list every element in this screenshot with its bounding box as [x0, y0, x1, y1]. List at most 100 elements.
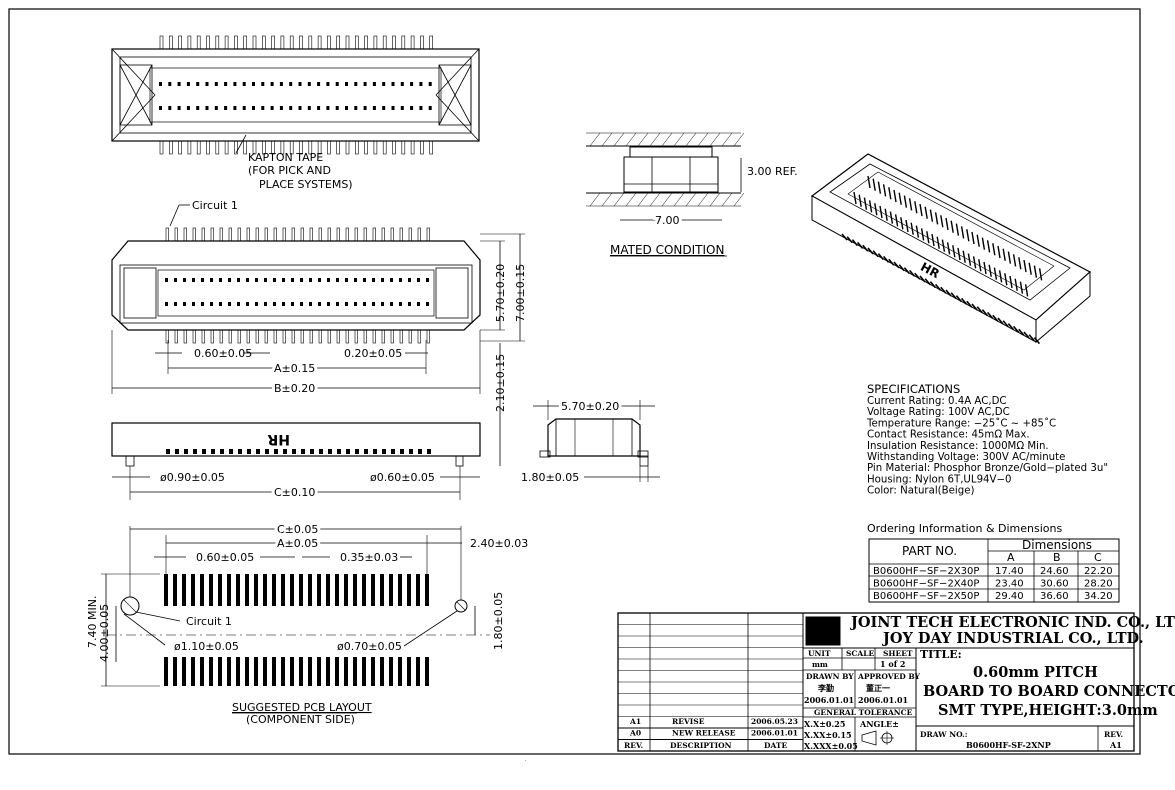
iso-leg	[893, 261, 900, 269]
foot	[328, 449, 332, 454]
dim-a-pcb: A±0.05	[277, 537, 318, 550]
foot	[166, 449, 170, 454]
iso-contact	[879, 205, 883, 219]
contact	[345, 82, 348, 86]
title-block	[617, 612, 1135, 752]
contact	[196, 106, 200, 110]
pin	[215, 35, 220, 51]
pin	[201, 227, 205, 243]
iso-contact	[1009, 275, 1013, 289]
foot	[319, 449, 323, 454]
pad	[254, 657, 258, 686]
pin	[299, 35, 303, 51]
kapton-tape-area	[149, 67, 442, 123]
iso-contact	[894, 214, 899, 227]
iso-leg	[903, 267, 911, 275]
contact	[399, 302, 402, 306]
col-part-no: PART NO.	[902, 544, 957, 558]
company-name-2: JOY DAY INDUSTRIAL CO., LTD.	[881, 630, 1144, 647]
iso-contact	[882, 184, 887, 197]
pin	[363, 227, 367, 243]
revision-desc: REVISE	[672, 717, 705, 726]
iso-contact	[1038, 268, 1043, 281]
contact	[273, 278, 276, 282]
contact	[410, 82, 414, 86]
iso-leg	[1023, 331, 1030, 339]
pad	[317, 574, 321, 606]
pin	[196, 35, 201, 51]
iso-contact	[986, 240, 991, 253]
top-view-contacts	[159, 82, 432, 110]
iso-leg	[846, 236, 853, 244]
contact	[345, 106, 348, 110]
kapton-label-1: KAPTON TAPE	[248, 151, 323, 164]
iso-contact	[1018, 257, 1022, 270]
front-view: Circuit 1 7.00±0.15 5.70±0.20 2.10±0.15 …	[111, 199, 527, 466]
dim-b: 24.60	[1040, 566, 1069, 577]
pin	[246, 329, 250, 344]
pin	[183, 329, 187, 344]
pin	[210, 329, 214, 344]
sheet-label: SHEET	[883, 649, 913, 658]
pad	[272, 574, 276, 606]
approved-date: 2006.01.01	[858, 695, 908, 705]
revision-date: 2006.01.01	[751, 729, 798, 738]
col-dimensions: Dimensions	[1022, 538, 1092, 552]
pin	[178, 139, 182, 155]
dim-a: 17.40	[995, 566, 1024, 577]
pin	[192, 329, 196, 344]
spec-line: Contact Resistance: 45mΩ Max.	[867, 430, 1030, 441]
contact	[354, 106, 358, 110]
contact	[372, 82, 376, 86]
iso-contact	[950, 220, 954, 233]
kapton-leader	[235, 134, 247, 154]
iso-leg	[950, 292, 957, 300]
spec-line: Current Rating: 0.4A AC,DC	[867, 396, 1007, 407]
pad	[245, 657, 249, 686]
iso-contact	[920, 228, 925, 241]
contact	[307, 106, 311, 110]
pin	[373, 35, 378, 51]
contact	[270, 106, 274, 110]
foot	[355, 449, 359, 454]
contact	[428, 82, 432, 86]
contact	[400, 82, 404, 86]
end-width: 5.70±0.20	[561, 400, 619, 413]
contact	[214, 82, 218, 86]
ordering-heading: Ordering Information & Dimensions	[867, 522, 1062, 535]
pin	[280, 35, 285, 51]
pin	[228, 329, 232, 344]
iso-leg	[924, 278, 931, 286]
pad	[290, 574, 294, 606]
spec-line: Withstanding Voltage: 300V AC/minute	[867, 452, 1065, 463]
pin	[354, 227, 358, 243]
iso-leg	[867, 247, 874, 255]
pin	[354, 139, 359, 155]
part-no: B0600HF−SF−2X30P	[873, 566, 979, 577]
contact	[159, 82, 162, 86]
pad	[290, 657, 294, 686]
iso-leg	[992, 314, 999, 322]
pcb-caption-1: SUGGESTED PCB LAYOUT	[232, 701, 372, 714]
iso-contact	[919, 203, 923, 217]
title-label: TITLE:	[920, 648, 962, 661]
contact	[237, 302, 240, 306]
contact	[192, 278, 195, 282]
pin	[246, 227, 250, 243]
contact	[183, 302, 186, 306]
contact	[372, 106, 376, 110]
foot	[274, 449, 278, 454]
pin	[234, 35, 238, 51]
contact	[261, 82, 265, 86]
pad	[407, 657, 411, 686]
contact	[186, 106, 190, 110]
foot	[400, 449, 404, 454]
iso-leg	[908, 269, 916, 277]
pin	[192, 227, 196, 243]
pin	[392, 35, 396, 51]
iso-leg	[862, 244, 869, 252]
drawn-date: 2006.01.01	[804, 695, 854, 705]
iso-contact	[934, 212, 939, 225]
dim-b: 30.60	[1040, 579, 1069, 590]
